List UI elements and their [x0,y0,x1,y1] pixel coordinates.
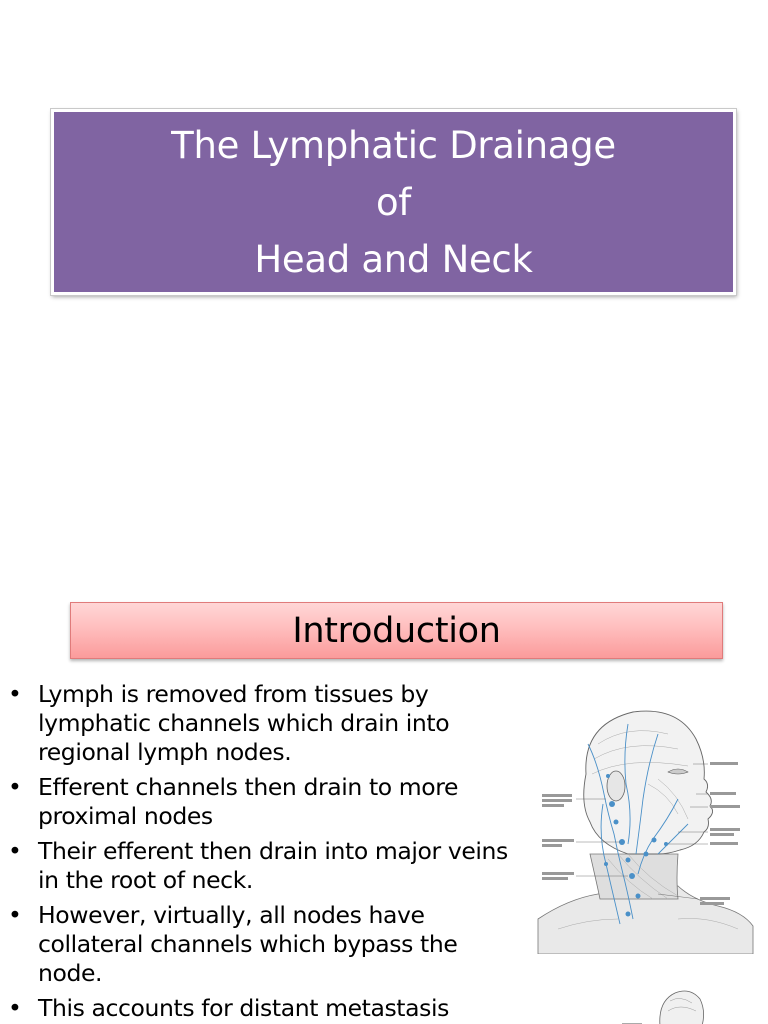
bullet-text: Lymph is removed from tissues by lymphat… [38,680,450,766]
list-item: • However, virtually, all nodes have coll… [8,901,508,988]
title-box: The Lymphatic Drainage of Head and Neck [51,109,736,295]
head-neck-lymphatics-illustration [537,710,754,954]
bullet-text: This accounts for distant metastasis [38,994,449,1022]
bullet-text: Their efferent then drain into major vei… [38,837,508,894]
bullet-icon: • [8,837,22,865]
list-item: • This accounts for distant metastasis [8,994,508,1023]
bullet-list: • Lymph is removed from tissues by lympha… [8,680,508,1024]
list-item: • Efferent channels then drain to more pr… [8,773,508,831]
list-item: • Their efferent then drain into major ve… [8,837,508,895]
slide-title: The Lymphatic Drainage of Head and Neck [51,109,736,295]
intro-heading: Introduction [292,610,501,651]
slide-introduction: Introduction • Lymph is removed from tiss… [0,576,768,1024]
bullet-text: Efferent channels then drain to more pro… [38,773,459,830]
title-line-3: Head and Neck [254,237,533,281]
bullet-icon: • [8,773,22,801]
title-line-2: of [375,180,412,224]
skull-illustration-fragment [622,990,704,1024]
bullet-icon: • [8,680,22,708]
bullet-text: However, virtually, all nodes have colla… [38,901,458,987]
list-item: • Lymph is removed from tissues by lympha… [8,680,508,767]
title-line-1: The Lymphatic Drainage [171,123,616,167]
bullet-icon: • [8,901,22,929]
intro-heading-box: Introduction [70,602,723,659]
bullet-icon: • [8,994,22,1022]
